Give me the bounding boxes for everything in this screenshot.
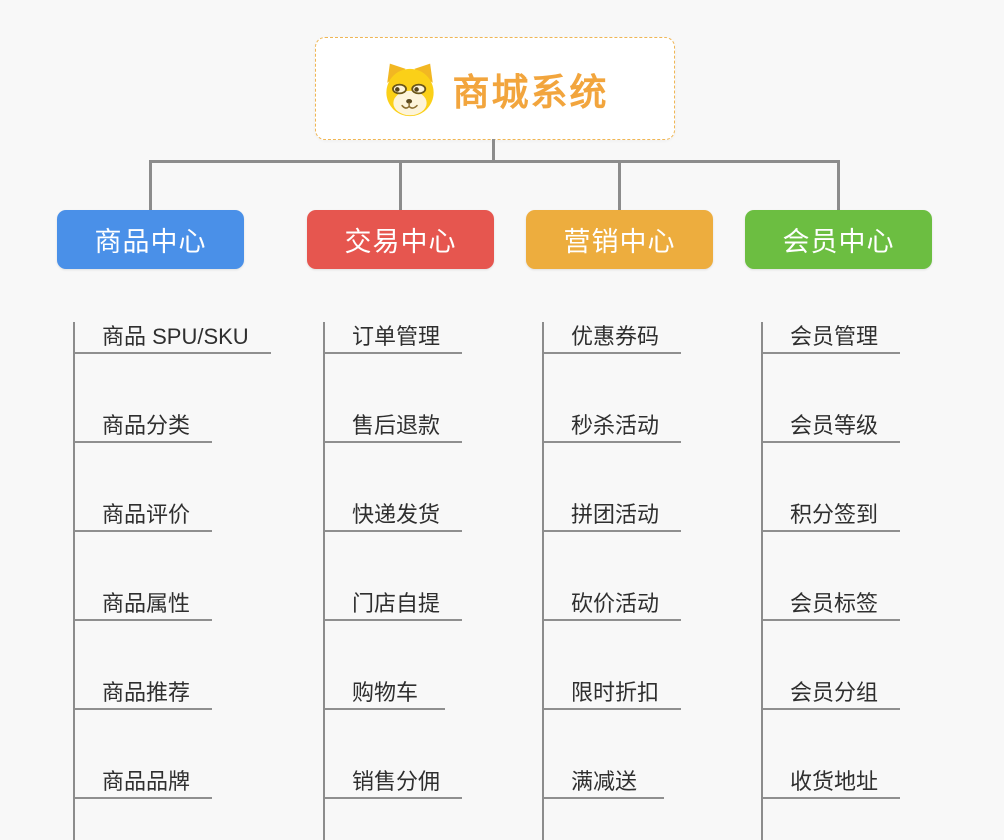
- leaf-topic[interactable]: 秒杀活动: [544, 411, 682, 443]
- leaf-topic[interactable]: 拼团活动: [544, 500, 682, 532]
- leaf-topic[interactable]: 售后退款: [325, 411, 463, 443]
- branch-marketing: 营销中心 优惠券码 秒杀活动 拼团活动 砍价活动 限时折扣 满减送: [526, 210, 713, 840]
- doge-icon: [385, 63, 434, 116]
- connector-root-stub: [492, 139, 495, 163]
- branch-header-label: 营销中心: [563, 227, 676, 257]
- branch-header-marketing[interactable]: 营销中心: [526, 210, 713, 269]
- leaf-topic[interactable]: 会员等级: [763, 411, 901, 443]
- leaf-topic[interactable]: 砍价活动: [544, 589, 682, 621]
- branch-goods: 商品中心 商品 SPU/SKU 商品分类 商品评价 商品属性 商品推荐 商品品牌: [57, 210, 271, 840]
- leaf-topic[interactable]: 会员管理: [763, 322, 901, 354]
- leaf-topic[interactable]: 商品 SPU/SKU: [75, 322, 271, 354]
- branch-member: 会员中心 会员管理 会员等级 积分签到 会员标签 会员分组 收货地址: [745, 210, 932, 840]
- root-node[interactable]: 商城系统: [315, 37, 675, 140]
- branch-header-member[interactable]: 会员中心: [745, 210, 932, 269]
- leaf-topic[interactable]: 快递发货: [325, 500, 463, 532]
- branch-goods-leaves: 商品 SPU/SKU 商品分类 商品评价 商品属性 商品推荐 商品品牌: [73, 322, 271, 840]
- leaf-topic[interactable]: 商品推荐: [75, 678, 213, 710]
- branch-member-leaves: 会员管理 会员等级 积分签到 会员标签 会员分组 收货地址: [761, 322, 932, 840]
- branch-header-label: 交易中心: [344, 227, 457, 257]
- leaf-topic[interactable]: 满减送: [544, 767, 664, 799]
- leaf-topic[interactable]: 限时折扣: [544, 678, 682, 710]
- leaf-topic[interactable]: 会员标签: [763, 589, 901, 621]
- branch-header-label: 商品中心: [94, 227, 207, 257]
- leaf-topic[interactable]: 订单管理: [325, 322, 463, 354]
- branch-marketing-leaves: 优惠券码 秒杀活动 拼团活动 砍价活动 限时折扣 满减送: [542, 322, 713, 840]
- branch-trade-leaves: 订单管理 售后退款 快递发货 门店自提 购物车 销售分佣: [323, 322, 494, 840]
- leaf-topic[interactable]: 收货地址: [763, 767, 901, 799]
- leaf-topic[interactable]: 优惠券码: [544, 322, 682, 354]
- root-title: 商城系统: [452, 71, 609, 113]
- leaf-topic[interactable]: 商品品牌: [75, 767, 213, 799]
- leaf-topic[interactable]: 商品属性: [75, 589, 213, 621]
- leaf-topic[interactable]: 购物车: [325, 678, 445, 710]
- leaf-topic[interactable]: 门店自提: [325, 589, 463, 621]
- connector-drop-trade: [399, 160, 402, 211]
- leaf-topic[interactable]: 销售分佣: [325, 767, 463, 799]
- leaf-topic[interactable]: 商品分类: [75, 411, 213, 443]
- leaf-topic[interactable]: 会员分组: [763, 678, 901, 710]
- connector-drop-marketing: [618, 160, 621, 211]
- branch-header-label: 会员中心: [782, 227, 895, 257]
- branch-trade: 交易中心 订单管理 售后退款 快递发货 门店自提 购物车 销售分佣: [307, 210, 494, 840]
- leaf-topic[interactable]: 商品评价: [75, 500, 213, 532]
- branch-header-trade[interactable]: 交易中心: [307, 210, 494, 269]
- connector-drop-member: [837, 160, 840, 211]
- connector-drop-goods: [149, 160, 152, 211]
- branch-header-goods[interactable]: 商品中心: [57, 210, 244, 269]
- leaf-topic[interactable]: 积分签到: [763, 500, 901, 532]
- connector-bus: [149, 160, 840, 163]
